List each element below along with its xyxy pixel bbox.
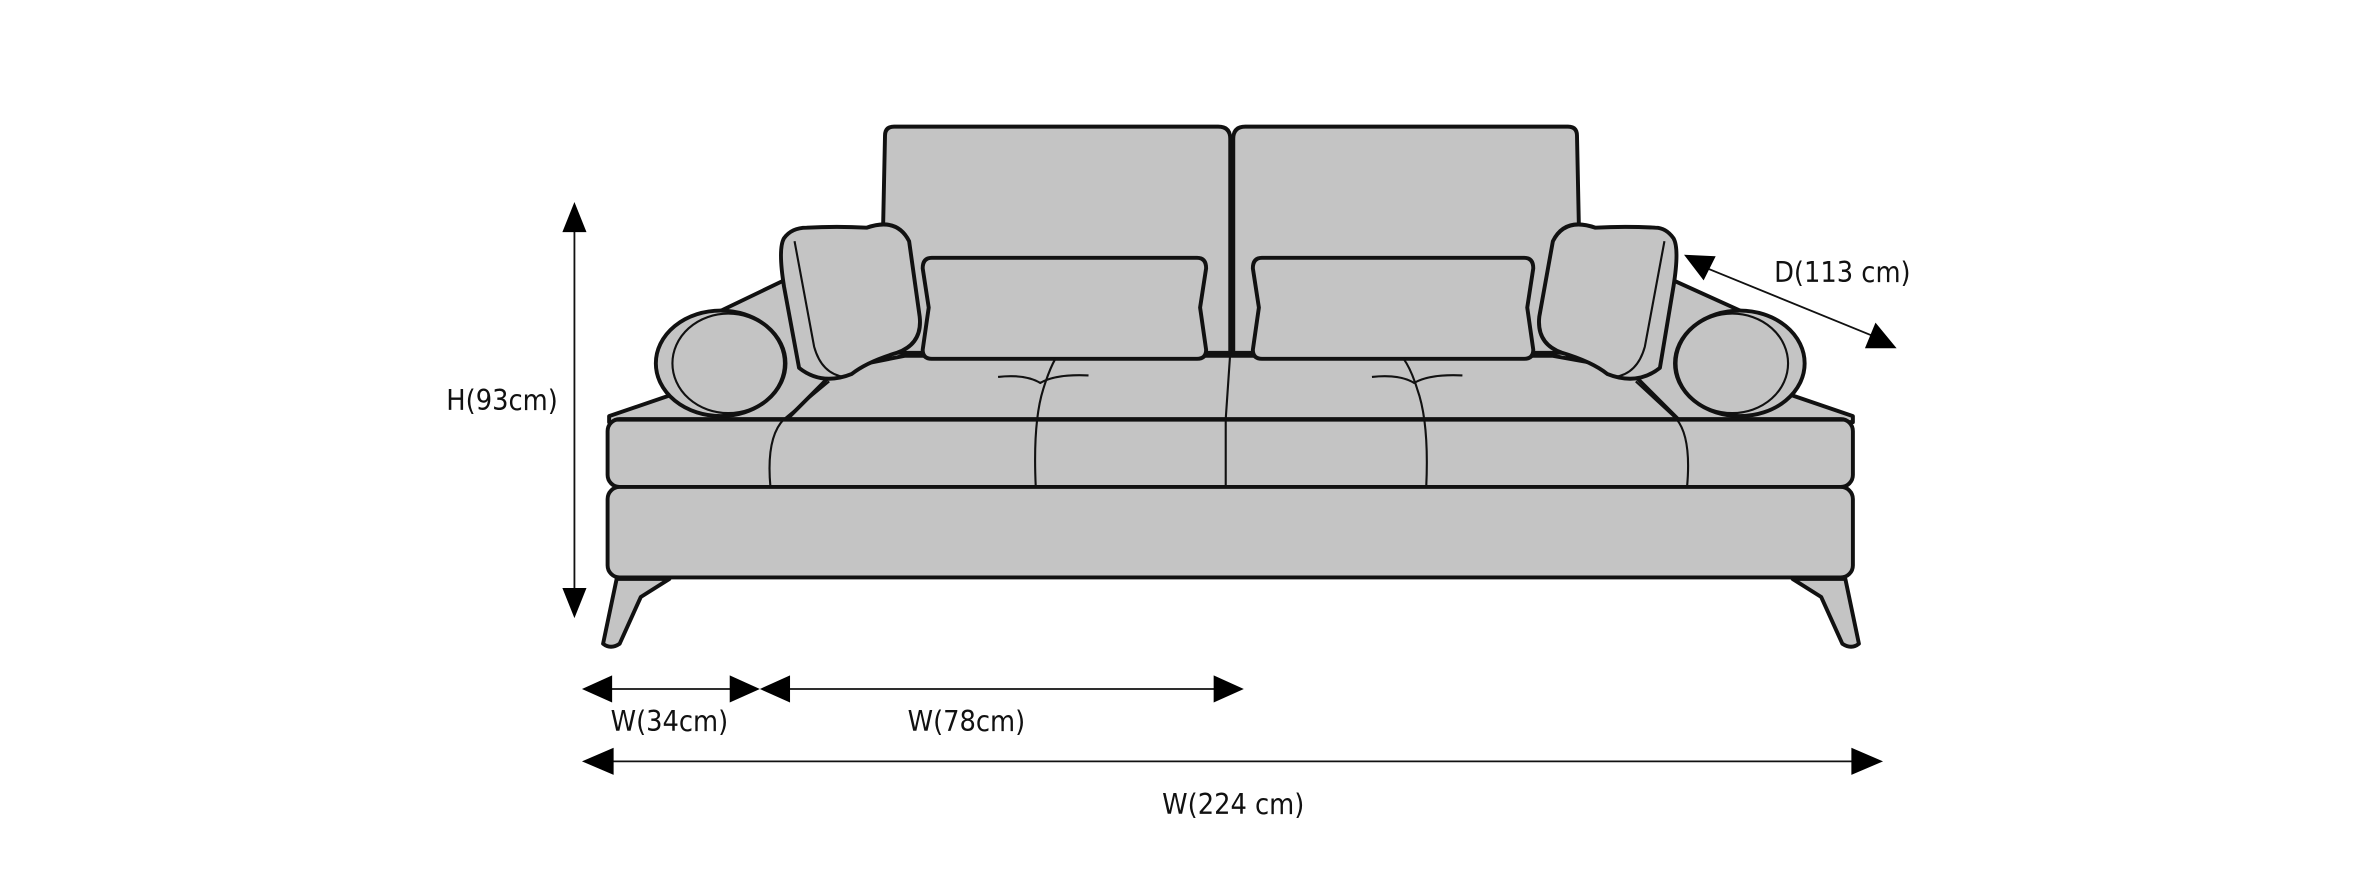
seat-top: [782, 353, 1683, 425]
right-side-pillow-seam: [1614, 241, 1666, 378]
total-width-dimension: W(224 cm): [581, 747, 1884, 821]
height-dimension: H(93cm): [446, 202, 587, 619]
arm-width-label: W(34cm): [611, 704, 729, 738]
left-leg: [601, 576, 672, 649]
right-bolster-end: [1675, 312, 1790, 415]
seat-width-label: W(78cm): [908, 704, 1026, 738]
depth-dimension: D(113 cm): [1684, 254, 1911, 349]
seat-width-dimension: W(78cm): [759, 675, 1244, 738]
right-bolster: [1673, 308, 1807, 419]
sofa-base: [605, 484, 1855, 580]
left-bolster-end: [671, 312, 786, 415]
height-label: H(93cm): [446, 383, 557, 417]
total-width-label: W(224 cm): [1162, 787, 1304, 821]
left-side-pillow-seam: [793, 241, 845, 378]
depth-label: D(113 cm): [1774, 255, 1911, 289]
sofa-drawing: [601, 124, 1861, 649]
left-bolster: [653, 308, 788, 419]
left-side-pillow: [779, 222, 922, 381]
right-leg: [1790, 576, 1861, 649]
seat-cushion: [605, 417, 1855, 489]
right-side-pillow: [1537, 222, 1679, 381]
arm-width-dimension: W(34cm): [581, 675, 760, 738]
left-back-pillow: [920, 255, 1209, 361]
seat-seams: [615, 352, 1846, 488]
right-back-pillow: [1250, 255, 1536, 361]
